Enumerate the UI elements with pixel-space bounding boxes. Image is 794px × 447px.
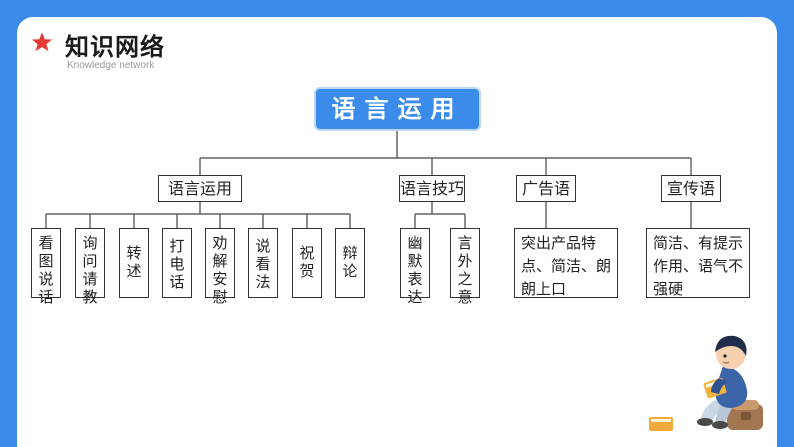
star-icon [31, 32, 53, 52]
leaf-node: 简洁、有提示作用、语气不强硬 [646, 228, 750, 298]
section-title: 知识网络 [65, 33, 165, 61]
slide-card: 知识网络 Knowledge network [17, 17, 777, 447]
category-node: 广告语 [516, 175, 576, 202]
leaf-node: 突出产品特点、简洁、朗朗上口 [514, 228, 618, 298]
tree-connectors [45, 131, 692, 228]
leaf-node: 幽默表达 [400, 228, 430, 306]
leaf-node: 转述 [119, 228, 149, 298]
leaf-node: 劝解安慰 [205, 228, 235, 306]
category-node: 语言运用 [158, 175, 242, 202]
leaf-node: 询问请教 [75, 228, 105, 306]
root-node: 语言运用 [314, 87, 481, 131]
category-node: 宣传语 [661, 175, 721, 202]
leaf-node: 言外之意 [450, 228, 480, 306]
leaf-node: 打电话 [162, 228, 192, 298]
leaf-node: 辩论 [335, 228, 365, 298]
leaf-node: 看图说话 [31, 228, 61, 306]
leaf-node: 说看法 [248, 228, 278, 298]
category-node: 语言技巧 [399, 175, 465, 202]
reading-boy-illustration [649, 335, 763, 431]
leaf-node: 祝贺 [292, 228, 322, 298]
section-subtitle: Knowledge network [67, 60, 155, 71]
